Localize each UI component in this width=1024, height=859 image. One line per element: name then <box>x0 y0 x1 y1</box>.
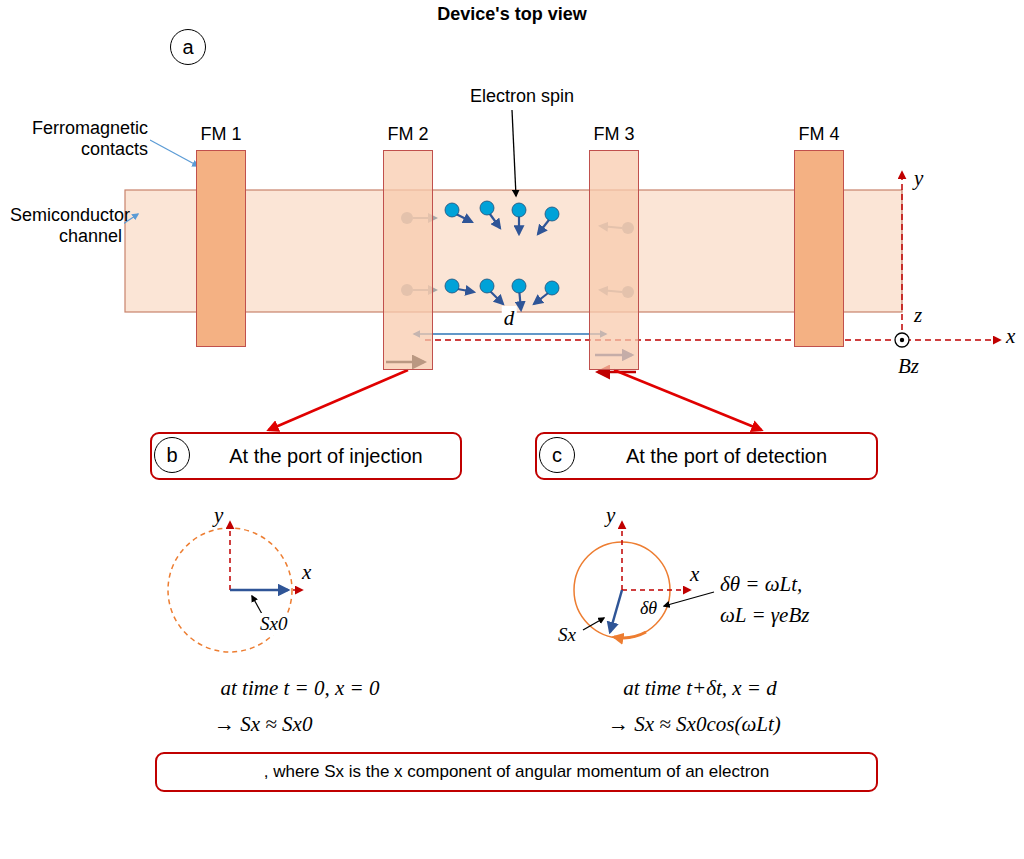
panel-letter: c <box>539 437 575 473</box>
panel-letter: b <box>154 437 190 473</box>
formula-text: δθ = ωLt, <box>718 572 804 596</box>
result-text: → Sx ≈ Sx0 <box>212 712 314 736</box>
callout-label: Electron spin <box>468 86 576 107</box>
panel-letter-text: c <box>552 444 562 467</box>
axis-label: y <box>912 166 925 190</box>
callout-arrow <box>614 370 761 430</box>
axis-label: x <box>1004 324 1017 348</box>
port-box: At the port of detection <box>535 432 878 480</box>
formula-text: ωL = γeBz <box>718 603 811 627</box>
contact-label: FM 3 <box>593 124 634 145</box>
box-text: At the port of injection <box>229 445 422 468</box>
axis-label: y <box>212 503 225 527</box>
spin-label: Sx <box>556 624 578 646</box>
callout-label: Ferromagnetic contacts <box>18 118 150 159</box>
condition-text: at time t = 0, x = 0 <box>219 676 382 700</box>
panel-letter: a <box>170 29 206 65</box>
port-box: At the port of injection <box>150 432 462 480</box>
ferromagnetic-contact: FM 2 <box>383 150 433 370</box>
panel-letter-text: b <box>166 444 177 467</box>
axis-label: x <box>300 560 313 584</box>
condition-text: at time t+δt, x = d <box>621 676 779 700</box>
contact-label: FM 2 <box>387 124 428 145</box>
note-box: , where Sx is the x component of angular… <box>155 752 878 792</box>
ferromagnetic-contact: FM 3 <box>589 150 639 370</box>
contact-label: FM 4 <box>798 124 839 145</box>
callout-arrow <box>269 370 408 430</box>
ferromagnetic-contact: FM 1 <box>196 150 246 347</box>
result-text: → Sx ≈ Sx0cos(ωLt) <box>606 712 783 736</box>
axis-label: y <box>604 503 617 527</box>
axis-label: x <box>688 562 701 586</box>
contact-label: FM 1 <box>200 124 241 145</box>
panel-letter-text: a <box>182 36 193 59</box>
box-text: At the port of detection <box>626 445 827 468</box>
axis-label: z <box>912 303 924 327</box>
box-text: , where Sx is the x component of angular… <box>264 762 770 782</box>
ferromagnetic-contact: FM 4 <box>794 150 844 347</box>
spin-label: Sx0 <box>258 613 289 635</box>
dimension-label: d <box>502 306 517 330</box>
field-label: Bz <box>896 354 921 378</box>
callout-label: Semiconductor channel <box>8 205 124 246</box>
diagram-title: Device's top view <box>0 4 1024 25</box>
angle-label: δθ <box>638 598 659 619</box>
